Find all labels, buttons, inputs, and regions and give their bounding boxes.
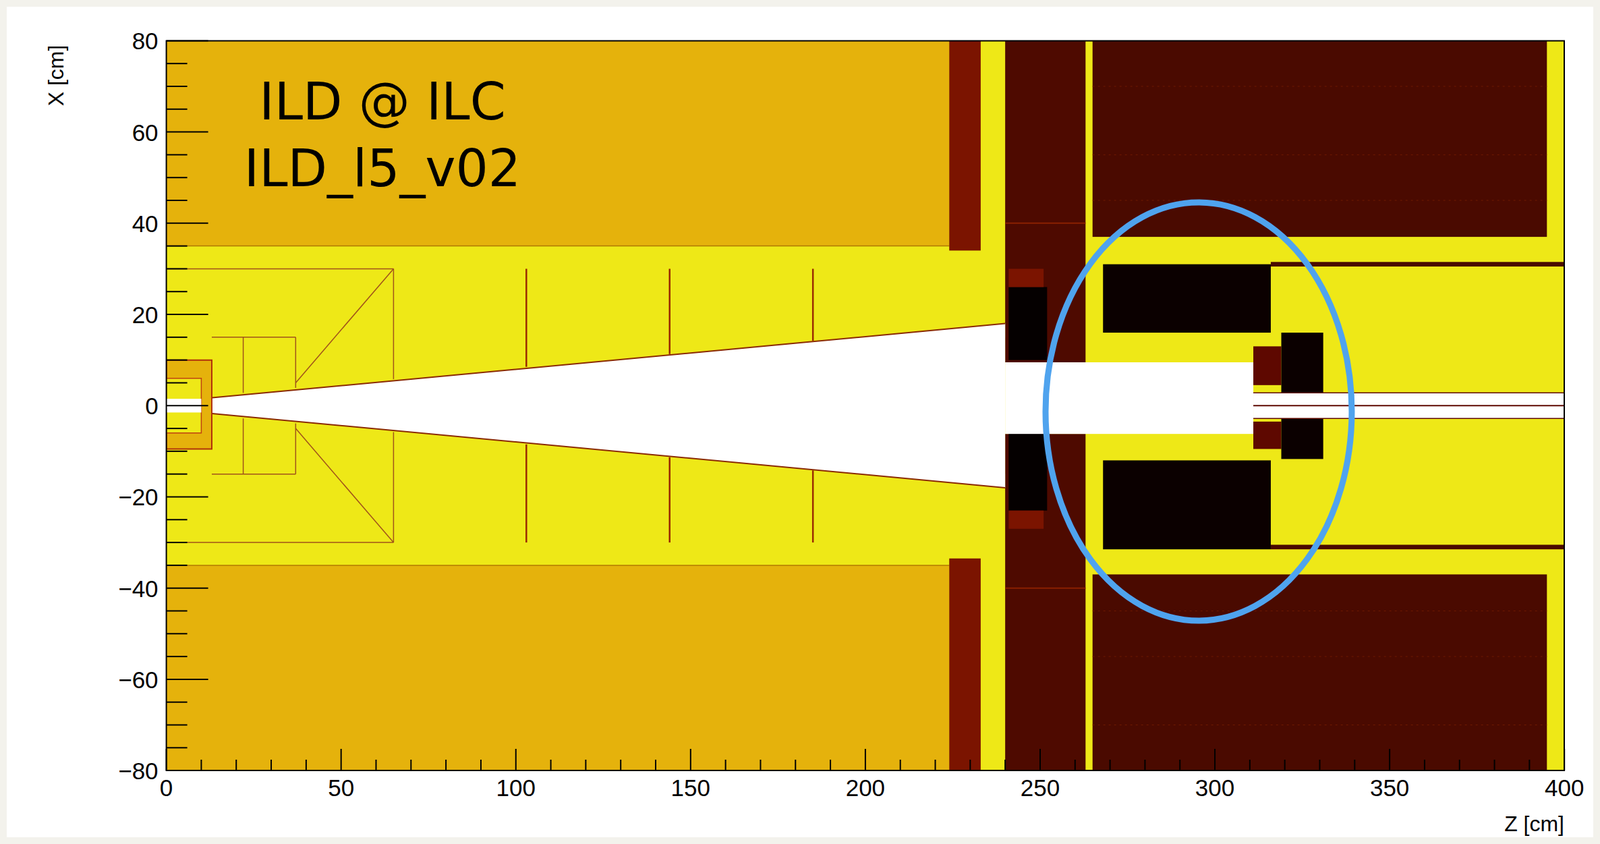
tick-label: −60 [118, 667, 158, 691]
axis-tick [166, 359, 188, 361]
tick-label: 200 [845, 775, 885, 800]
axis-tick [166, 39, 209, 42]
axis-tick [166, 313, 209, 316]
tick-label: 250 [1020, 775, 1060, 800]
axis-tick [270, 759, 272, 771]
highlight-ellipse [1045, 202, 1352, 621]
axis-tick [1459, 759, 1461, 771]
axis-tick [1249, 759, 1251, 771]
axis-tick [1144, 759, 1146, 771]
axis-tick [166, 153, 188, 156]
tick-label: 60 [132, 120, 159, 144]
axis-tick [166, 495, 209, 498]
axis-tick [166, 108, 188, 110]
axis-tick [969, 759, 971, 771]
axis-tick [166, 245, 188, 247]
axis-tick [480, 759, 482, 771]
tick-label: 100 [496, 775, 536, 800]
axis-tick [410, 759, 412, 771]
axis-tick [166, 85, 188, 88]
axis-tick [166, 222, 209, 224]
axis-tick [619, 759, 622, 771]
axis-tick [829, 759, 832, 771]
axis-tick [166, 746, 188, 749]
tick-label: 50 [327, 775, 355, 800]
axis-tick [690, 748, 692, 771]
axis-tick [166, 62, 188, 65]
axis-title: Z [cm] [1504, 812, 1565, 835]
axis-tick [1494, 759, 1496, 771]
axis-tick [1179, 759, 1181, 771]
axis-tick [1074, 759, 1076, 771]
axis-tick [1318, 759, 1321, 771]
axis-tick [166, 267, 188, 270]
axis-tick [305, 759, 307, 771]
axis-tick [166, 541, 188, 544]
tick-label: 350 [1369, 775, 1410, 800]
axis-tick [166, 473, 188, 475]
tick-label: 0 [159, 775, 173, 800]
axis-tick [166, 381, 188, 384]
axis-tick [515, 748, 517, 771]
axis-tick [550, 759, 552, 771]
axis-tick [1109, 759, 1111, 771]
axis-tick [375, 759, 377, 771]
axis-tick [166, 632, 188, 635]
axis-tick [166, 336, 188, 338]
axis-tick [1563, 748, 1565, 771]
axis-tick [1004, 759, 1006, 771]
plot-annotation: ILD @ ILC [259, 76, 506, 128]
axis-tick [166, 176, 188, 179]
tick-label: −80 [118, 758, 158, 783]
axis-tick [166, 655, 188, 657]
tick-label: 400 [1544, 775, 1584, 800]
axis-tick [166, 131, 209, 133]
axis-tick [166, 404, 209, 407]
axis-tick [759, 759, 761, 771]
axis-tick [899, 759, 902, 771]
tick-label: 300 [1195, 775, 1235, 800]
axis-tick [864, 748, 867, 771]
tick-label: −40 [118, 576, 158, 600]
axis-tick [166, 290, 188, 293]
axis-tick [1528, 759, 1530, 771]
axis-tick [1353, 759, 1356, 771]
axis-tick [235, 759, 237, 771]
axis-tick [654, 759, 657, 771]
tick-label: 0 [145, 393, 158, 418]
axis-tick [166, 701, 188, 703]
axis-tick [166, 564, 188, 566]
tick-label: 150 [671, 775, 711, 800]
axis-tick [934, 759, 937, 771]
axis-tick [1388, 748, 1391, 771]
axis-tick [200, 759, 202, 771]
axis-tick [166, 450, 188, 452]
axis-tick [166, 427, 188, 430]
axis-tick [165, 748, 168, 771]
axis-tick [340, 748, 342, 771]
axis-tick [794, 759, 796, 771]
axis-tick [1214, 748, 1216, 771]
axis-tick [166, 724, 188, 726]
axis-tick [166, 518, 188, 521]
tick-label: 20 [132, 302, 159, 327]
plot-annotation: ILD_l5_v02 [244, 143, 521, 195]
axis-tick [166, 609, 188, 612]
axis-tick [1284, 759, 1286, 771]
axis-tick [166, 199, 188, 202]
tick-label: 80 [132, 29, 159, 53]
axis-tick [445, 759, 447, 771]
axis-tick [1423, 759, 1426, 771]
axis-tick [1039, 748, 1041, 771]
axis-tick [166, 587, 209, 589]
tick-label: −20 [118, 484, 158, 509]
tick-label: 40 [132, 211, 159, 235]
axis-tick [584, 759, 587, 771]
axis-title: X [cm] [45, 45, 67, 107]
axis-tick [725, 759, 727, 771]
axis-tick [166, 678, 209, 680]
